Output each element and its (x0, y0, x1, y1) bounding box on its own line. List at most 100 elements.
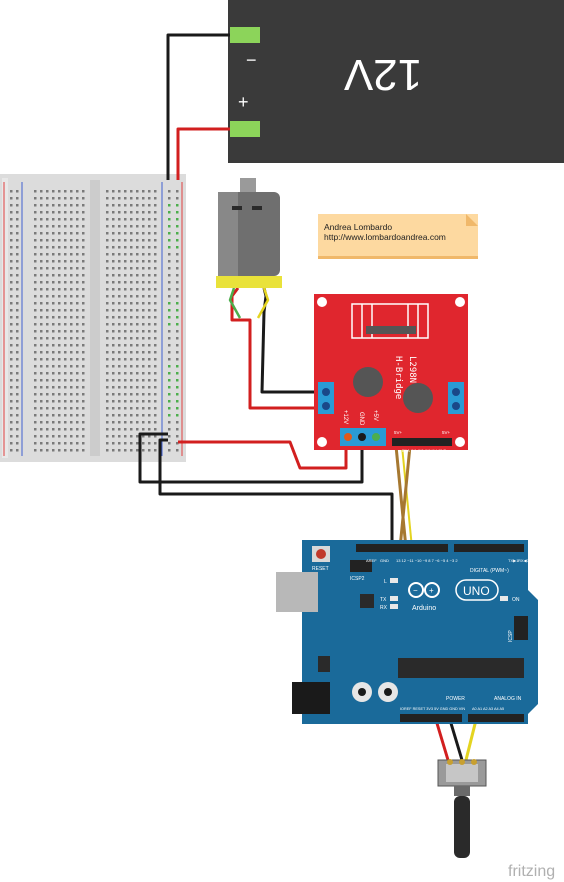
breadboard-hole (124, 351, 127, 354)
hbridge-input-header[interactable] (392, 438, 452, 446)
breadboard-hole (112, 302, 115, 305)
breadboard-hole (124, 190, 127, 193)
breadboard-hole (130, 330, 133, 333)
breadboard-hole (34, 218, 37, 221)
breadboard-hole (46, 372, 49, 375)
breadboard-hole (16, 421, 19, 424)
potentiometer[interactable] (437, 759, 487, 858)
breadboard-hole (106, 400, 109, 403)
breadboard-hole (142, 365, 145, 368)
breadboard-hole (130, 316, 133, 319)
breadboard-hole (154, 449, 157, 452)
battery-positive-terminal[interactable] (230, 121, 260, 137)
breadboard-hole (154, 232, 157, 235)
breadboard-hole (58, 330, 61, 333)
battery-negative-terminal[interactable] (230, 27, 260, 43)
breadboard-hole (148, 288, 151, 291)
breadboard-hole (64, 414, 67, 417)
breadboard-hole (58, 260, 61, 263)
breadboard-hole (118, 190, 121, 193)
analog-header[interactable] (468, 714, 524, 722)
breadboard-hole (118, 218, 121, 221)
breadboard-hole (70, 351, 73, 354)
breadboard-hole (142, 421, 145, 424)
breadboard-hole (148, 386, 151, 389)
breadboard-hole (106, 232, 109, 235)
breadboard-hole (148, 442, 151, 445)
breadboard-hole (106, 204, 109, 207)
breadboard-hole (118, 414, 121, 417)
breadboard-hole (124, 225, 127, 228)
breadboard-holes (10, 190, 179, 452)
breadboard-hole (16, 393, 19, 396)
breadboard-hole (176, 358, 179, 361)
breadboard-hole (124, 309, 127, 312)
gnd-label-top: GND (380, 558, 389, 563)
reset-button-cap[interactable] (316, 549, 326, 559)
breadboard-hole (148, 253, 151, 256)
note-url[interactable]: http://www.lombardoandrea.com (324, 232, 446, 242)
breadboard-hole (82, 351, 85, 354)
breadboard-hole (112, 267, 115, 270)
breadboard-hole (52, 449, 55, 452)
breadboard-hole (64, 302, 67, 305)
usb-port[interactable] (276, 572, 318, 612)
breadboard-hole (40, 211, 43, 214)
breadboard-hole (112, 393, 115, 396)
breadboard-hole (34, 344, 37, 347)
breadboard-hole (82, 309, 85, 312)
breadboard-hole (118, 225, 121, 228)
breadboard-hole (46, 204, 49, 207)
breadboard-hole (70, 386, 73, 389)
breadboard-hole (10, 400, 13, 403)
breadboard-hole (40, 337, 43, 340)
breadboard-hole (64, 358, 67, 361)
breadboard-hole (16, 337, 19, 340)
breadboard-hole (168, 260, 171, 263)
breadboard-hole (40, 344, 43, 347)
power-jack[interactable] (292, 682, 330, 714)
breadboard-hole (124, 358, 127, 361)
breadboard-hole (76, 274, 79, 277)
breadboard-hole (130, 267, 133, 270)
breadboard-hole (154, 372, 157, 375)
breadboard-hole (64, 225, 67, 228)
breadboard-hole (142, 386, 145, 389)
breadboard-hole (106, 351, 109, 354)
breadboard-hole (58, 211, 61, 214)
breadboard-hole (64, 330, 67, 333)
breadboard-hole (58, 302, 61, 305)
digital-header-right[interactable] (454, 544, 524, 552)
breadboard-hole (124, 400, 127, 403)
breadboard-hole (130, 204, 133, 207)
rxo-label: RX◀0 (518, 558, 530, 563)
breadboard-hole (64, 344, 67, 347)
breadboard-hole (130, 372, 133, 375)
breadboard-hole (76, 211, 79, 214)
breadboard-hole (76, 288, 79, 291)
breadboard-hole (82, 253, 85, 256)
breadboard-hole (118, 267, 121, 270)
breadboard-hole (52, 309, 55, 312)
breadboard-hole (82, 379, 85, 382)
breadboard-hole (70, 337, 73, 340)
breadboard-hole (70, 232, 73, 235)
breadboard-hole (176, 330, 179, 333)
hbridge-12v-label: +12V (342, 410, 348, 424)
breadboard-hole (40, 246, 43, 249)
power-header[interactable] (400, 714, 462, 722)
h-bridge-board: L298N H-Bridge +12V GND +5V 5V+ 5V+ ENA … (314, 294, 468, 453)
breadboard-hole (64, 211, 67, 214)
breadboard-hole (34, 232, 37, 235)
breadboard-hole (142, 351, 145, 354)
breadboard-hole (168, 449, 171, 452)
digital-header-left[interactable] (356, 544, 448, 552)
breadboard-hole (148, 232, 151, 235)
icsp-header[interactable] (514, 616, 528, 640)
breadboard-hole (52, 358, 55, 361)
breadboard-hole (142, 190, 145, 193)
breadboard-hole (46, 358, 49, 361)
breadboard-hole (136, 407, 139, 410)
breadboard-hole (130, 344, 133, 347)
